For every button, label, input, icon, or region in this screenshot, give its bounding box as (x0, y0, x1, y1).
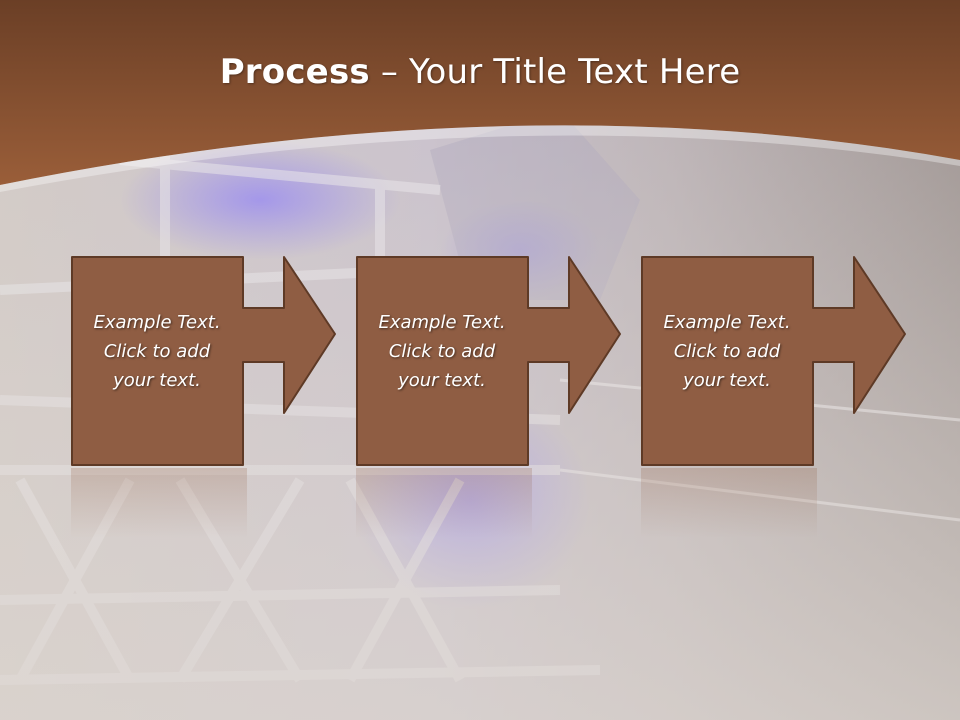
step-text-line-3: your text. (398, 370, 486, 391)
step-text-line-2: Click to add (103, 341, 211, 362)
step-text-line-2: Click to add (673, 341, 781, 362)
process-step-3[interactable]: Example Text. Click to add your text. (641, 256, 906, 466)
step-text: Example Text. Click to add your text. (641, 308, 813, 395)
step-text-line-3: your text. (113, 370, 201, 391)
arrow-callout-shape (641, 256, 906, 466)
step-text: Example Text. Click to add your text. (356, 308, 528, 395)
step-text: Example Text. Click to add your text. (71, 308, 243, 395)
title-bold-part: Process (219, 52, 370, 92)
step-text-line-1: Example Text. (378, 312, 506, 333)
process-step-1[interactable]: Example Text. Click to add your text. (71, 256, 336, 466)
slide-title[interactable]: Process – Your Title Text Here (0, 52, 960, 92)
step-text-line-2: Click to add (388, 341, 496, 362)
arrow-callout-shape (356, 256, 621, 466)
step-text-line-1: Example Text. (663, 312, 791, 333)
step-text-line-1: Example Text. (93, 312, 221, 333)
process-step-2[interactable]: Example Text. Click to add your text. (356, 256, 621, 466)
step-text-line-3: your text. (683, 370, 771, 391)
arrow-callout-shape (71, 256, 336, 466)
title-rest-part: – Your Title Text Here (369, 52, 741, 92)
